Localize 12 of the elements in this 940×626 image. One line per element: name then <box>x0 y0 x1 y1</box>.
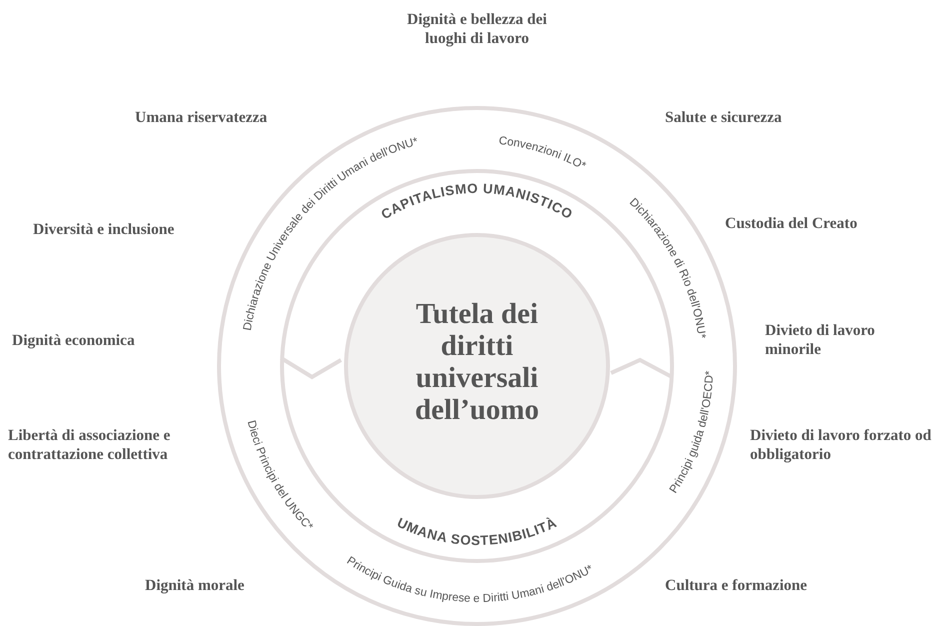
principle-label: Dignità e bellezza dei luoghi di lavoro <box>406 10 548 48</box>
principle-label: Divieto di lavoro forzato od obbligatorio <box>750 426 932 464</box>
principle-label: Dignità economica <box>12 331 136 350</box>
principle-label: Salute e sicurezza <box>665 108 783 127</box>
principle-label: Dignità morale <box>145 576 246 595</box>
principle-label: Umana riservatezza <box>135 108 268 127</box>
center-title: Tutela dei diritti universali dell’uomo <box>414 298 540 426</box>
principle-label: Diversità e inclusione <box>33 220 176 239</box>
principle-label: Divieto di lavoro minorile <box>765 321 876 359</box>
principle-label: Custodia del Creato <box>725 214 858 233</box>
principle-label: Libertà di associazione e contrattazione collettiva <box>8 426 172 464</box>
principle-label: Cultura e formazione <box>665 576 808 595</box>
